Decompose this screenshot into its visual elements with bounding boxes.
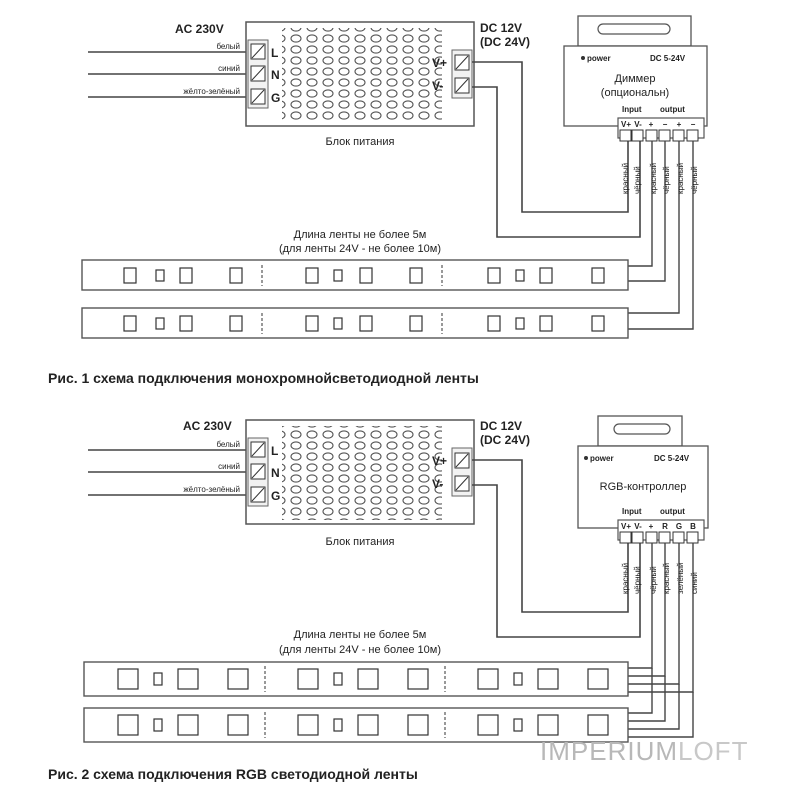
controller-voltage-label: DC 5-24V (654, 454, 690, 463)
dc-output-wires (472, 459, 641, 638)
dc-voltage-label-alt: (DC 24V) (480, 433, 530, 447)
controller-output-wires (628, 543, 694, 738)
terminal-l-label: L (271, 46, 278, 60)
cable-label: красный (662, 563, 671, 594)
pin-label: B (690, 522, 696, 531)
wire-label-white: белый (216, 42, 240, 51)
strip-length-note: Длина ленты не более 5м (294, 629, 427, 641)
controller-name: RGB-контроллер (600, 481, 687, 493)
watermark-part-1: IMPERIUM (540, 736, 678, 766)
power-supply-unit (245, 419, 475, 525)
pin-label: + (677, 120, 682, 129)
terminal-g-label: G (271, 91, 280, 105)
dimmer-device (563, 15, 708, 139)
dimmer-pin-labels: V+ V- + − + − (621, 120, 696, 129)
ac-wires (88, 449, 248, 496)
cable-color-labels: красный чёрный чёрный красный зелёный си… (621, 562, 699, 594)
cable-label: синий (690, 572, 699, 594)
cable-label: красный (621, 163, 630, 194)
cable-label: чёрный (662, 166, 671, 194)
terminal-vminus-label: V- (432, 79, 443, 93)
cable-label: красный (621, 563, 630, 594)
figure-1-caption: Рис. 1 схема подключения монохромнойсвет… (48, 370, 479, 386)
dimmer-optional: (опциональн) (601, 87, 669, 99)
cable-label: красный (649, 163, 658, 194)
dimmer-voltage-label: DC 5-24V (650, 54, 686, 63)
strip-length-note-24v: (для ленты 24V - не более 10м) (279, 243, 441, 255)
terminal-vplus-label: V+ (432, 56, 447, 70)
dc-voltage-label: DC 12V (480, 21, 522, 35)
strip-length-note-24v: (для ленты 24V - не более 10м) (279, 644, 441, 656)
wire-label-green-yellow: жёлто-зелёный (183, 87, 240, 96)
controller-input-label: Input (622, 507, 642, 516)
rgb-led-strip-2 (83, 707, 629, 743)
terminal-n-label: N (271, 68, 280, 82)
pin-label: − (663, 120, 668, 129)
terminal-l-label: L (271, 444, 278, 458)
cable-label: чёрный (633, 166, 642, 194)
controller-power-label: power (590, 454, 614, 463)
led-strip-1 (81, 259, 629, 291)
terminal-n-label: N (271, 466, 280, 480)
controller-pin-labels: V+ V- + R G B (621, 522, 696, 531)
watermark-part-2: LOFT (678, 736, 748, 766)
pin-label: − (691, 120, 696, 129)
terminal-g-label: G (271, 489, 280, 503)
figure-2-caption: Рис. 2 схема подключения RGB светодиодно… (48, 766, 418, 782)
diagram-2: AC 230V белый синий жёлто-зелёный L N G … (48, 415, 748, 782)
dimmer-input-label: Input (622, 105, 642, 114)
rgb-controller-device (577, 415, 709, 541)
terminal-vminus-label: V- (432, 477, 443, 491)
wire-label-blue: синий (218, 64, 240, 73)
wire-label-blue: синий (218, 462, 240, 471)
ac-voltage-label: AC 230V (183, 419, 232, 433)
cable-label: чёрный (633, 566, 642, 594)
wire-label-white: белый (216, 440, 240, 449)
wire-label-green-yellow: жёлто-зелёный (183, 485, 240, 494)
ac-wires (88, 51, 248, 98)
dc-voltage-label-alt: (DC 24V) (480, 35, 530, 49)
pin-label: V- (634, 120, 642, 129)
pin-label: V- (634, 522, 642, 531)
pin-label: R (662, 522, 668, 531)
power-supply-unit (245, 21, 475, 127)
pin-label: V+ (621, 522, 631, 531)
dimmer-name: Диммер (615, 73, 656, 85)
terminal-vplus-label: V+ (432, 454, 447, 468)
psu-caption: Блок питания (326, 536, 395, 548)
cable-label: чёрный (690, 166, 699, 194)
rgb-led-strip-1 (83, 661, 629, 697)
power-led-icon (581, 56, 585, 60)
cable-label: чёрный (649, 566, 658, 594)
pin-label: V+ (621, 120, 631, 129)
cable-label: красный (676, 163, 685, 194)
led-strip-2 (81, 307, 629, 339)
pin-label: + (649, 120, 654, 129)
diagram-1: AC 230V белый синий жёлто-зелёный L N G … (48, 15, 708, 386)
controller-output-label: output (660, 507, 685, 516)
pin-label: G (676, 522, 682, 531)
dimmer-output-label: output (660, 105, 685, 114)
power-led-icon (584, 456, 588, 460)
cable-color-labels: красный чёрный красный чёрный красный чё… (621, 163, 699, 194)
dc-voltage-label: DC 12V (480, 419, 522, 433)
dimmer-power-label: power (587, 54, 611, 63)
strip-length-note: Длина ленты не более 5м (294, 229, 427, 241)
dc-output-wires (472, 61, 641, 238)
pin-label: + (649, 522, 654, 531)
psu-caption: Блок питания (326, 136, 395, 148)
ac-voltage-label: AC 230V (175, 22, 224, 36)
cable-label: зелёный (676, 562, 685, 594)
watermark-text: IMPERIUMLOFT (540, 736, 748, 766)
dimmer-output-wires (622, 141, 694, 330)
